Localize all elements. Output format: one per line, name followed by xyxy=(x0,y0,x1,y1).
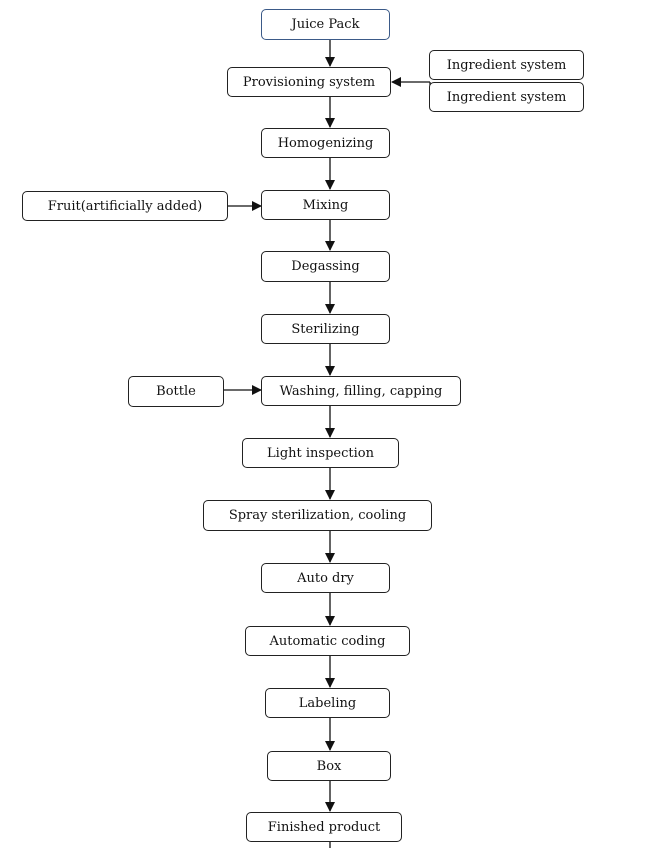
step-washing-filling-capping: Washing, filling, capping xyxy=(261,376,461,406)
step-provisioning-system: Provisioning system xyxy=(227,67,391,97)
step-mixing: Mixing xyxy=(261,190,390,220)
step-finished-product: Finished product xyxy=(246,812,402,842)
step-box: Box xyxy=(267,751,391,781)
input-ingredient-system-2: Ingredient system xyxy=(429,82,584,112)
step-degassing: Degassing xyxy=(261,251,390,282)
step-auto-dry: Auto dry xyxy=(261,563,390,593)
step-spray-sterilization-cooling: Spray sterilization, cooling xyxy=(203,500,432,531)
step-homogenizing: Homogenizing xyxy=(261,128,390,158)
step-juice-pack: Juice Pack xyxy=(261,9,390,40)
step-sterilizing: Sterilizing xyxy=(261,314,390,344)
input-ingredient-system-1: Ingredient system xyxy=(429,50,584,80)
step-light-inspection: Light inspection xyxy=(242,438,399,468)
step-labeling: Labeling xyxy=(265,688,390,718)
step-automatic-coding: Automatic coding xyxy=(245,626,410,656)
input-bottle: Bottle xyxy=(128,376,224,407)
input-fruit: Fruit(artificially added) xyxy=(22,191,228,221)
